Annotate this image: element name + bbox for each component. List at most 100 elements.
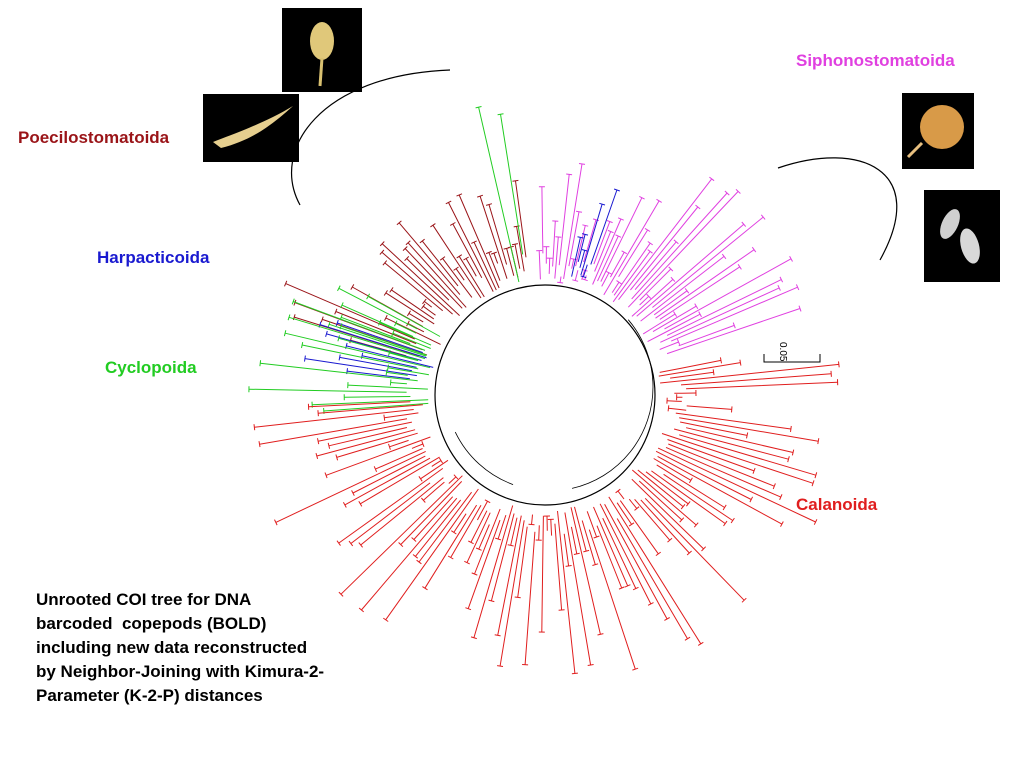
tree-branch bbox=[670, 371, 714, 379]
tree-tip bbox=[646, 293, 652, 299]
tree-tip bbox=[485, 203, 493, 206]
tree-branch bbox=[458, 194, 500, 289]
tree-tip bbox=[388, 349, 391, 356]
tree-tip bbox=[787, 456, 790, 463]
tree-tip bbox=[693, 522, 699, 528]
tree-tip bbox=[780, 521, 784, 527]
tree-branch bbox=[432, 224, 482, 299]
tree-branch bbox=[350, 482, 431, 544]
tree-tip bbox=[405, 240, 411, 246]
tree-tip bbox=[421, 303, 426, 309]
tree-tip bbox=[592, 218, 599, 222]
tree-tip bbox=[528, 523, 535, 526]
tree-branch bbox=[651, 470, 726, 525]
tree-tip bbox=[391, 330, 395, 337]
tree-branch bbox=[344, 457, 431, 506]
tree-tip bbox=[555, 236, 562, 238]
tree-branch bbox=[671, 286, 798, 342]
tree-tip bbox=[751, 246, 757, 253]
tree-tip bbox=[336, 540, 341, 546]
tree-branch bbox=[488, 204, 508, 265]
tree-tip bbox=[673, 311, 678, 317]
tree-tip bbox=[791, 449, 795, 456]
tree-tip bbox=[293, 299, 297, 306]
tree-branch bbox=[389, 352, 419, 362]
tree-tip bbox=[741, 597, 747, 603]
tree-branch bbox=[570, 526, 578, 554]
tree-branch bbox=[665, 446, 781, 498]
tree-tip bbox=[379, 241, 385, 247]
tree-branch bbox=[308, 401, 411, 408]
tree-branch bbox=[637, 469, 684, 507]
tree-tip bbox=[464, 560, 470, 565]
tree-branch bbox=[586, 511, 598, 538]
tree-tip bbox=[422, 586, 428, 591]
tree-branch bbox=[316, 429, 416, 457]
tree-branch bbox=[421, 240, 459, 287]
tree-branch bbox=[668, 407, 687, 411]
copepod-1-icon bbox=[310, 22, 334, 87]
tree-branch bbox=[384, 262, 444, 312]
tree-tip bbox=[389, 287, 394, 293]
tree-tip bbox=[470, 636, 477, 640]
tree-branch bbox=[618, 178, 713, 301]
tree-branch bbox=[385, 317, 441, 345]
tree-branch bbox=[653, 290, 688, 316]
copepod-3-icon bbox=[906, 105, 964, 159]
tree-tip bbox=[789, 255, 793, 262]
clade-group-3 bbox=[612, 176, 802, 355]
tree-branch bbox=[658, 362, 741, 377]
tree-tip bbox=[613, 188, 620, 192]
tree-branch bbox=[478, 524, 490, 550]
tree-branch bbox=[341, 304, 414, 338]
tree-branch bbox=[631, 469, 697, 526]
tree-branch bbox=[642, 313, 676, 335]
tree-branch bbox=[611, 281, 620, 293]
tree-tip bbox=[338, 354, 341, 361]
tree-branch bbox=[660, 363, 839, 384]
tree-tip bbox=[777, 284, 781, 291]
tree-branch bbox=[448, 202, 494, 292]
tree-branch bbox=[404, 248, 463, 309]
tree-branch bbox=[415, 499, 462, 557]
tree-branch bbox=[423, 481, 445, 501]
tree-tip bbox=[358, 607, 365, 613]
tree-branch bbox=[361, 355, 417, 368]
tree-branch bbox=[524, 531, 536, 665]
tree-tip bbox=[338, 591, 344, 597]
tree-tip bbox=[731, 406, 733, 413]
tree-tip bbox=[592, 563, 599, 566]
tree-tip bbox=[599, 202, 606, 206]
tree-branch bbox=[679, 417, 819, 442]
clade-group-4 bbox=[284, 280, 428, 357]
tree-branch bbox=[652, 216, 764, 308]
tree-tip bbox=[618, 586, 625, 590]
tree-tip bbox=[684, 288, 690, 294]
tree-tip bbox=[422, 298, 427, 305]
tree-tip bbox=[723, 520, 728, 527]
tree-branch bbox=[318, 404, 423, 414]
tree-tip bbox=[680, 503, 686, 510]
tree-tip bbox=[412, 554, 419, 559]
tree-tip bbox=[388, 443, 391, 450]
tree-branch bbox=[541, 186, 544, 254]
tree-tip bbox=[644, 227, 651, 232]
tree-branch bbox=[385, 488, 479, 621]
photo-copepod-1 bbox=[282, 8, 362, 92]
tree-branch bbox=[579, 250, 586, 268]
tree-tip bbox=[471, 240, 477, 244]
tree-branch bbox=[466, 512, 491, 563]
tree-tip bbox=[752, 467, 756, 474]
tree-branch bbox=[594, 231, 612, 272]
tree-branch bbox=[655, 450, 752, 500]
tree-tip bbox=[389, 379, 392, 386]
tree-branch bbox=[329, 323, 427, 357]
tree-tip bbox=[387, 364, 389, 371]
tree-tip bbox=[621, 250, 628, 255]
tree-tip bbox=[411, 537, 417, 542]
tree-branch bbox=[391, 289, 435, 320]
tree-tip bbox=[366, 293, 371, 300]
tree-tip bbox=[814, 472, 818, 479]
tree-branch bbox=[667, 439, 755, 472]
scale-bar-label: 0.05 bbox=[777, 342, 788, 362]
